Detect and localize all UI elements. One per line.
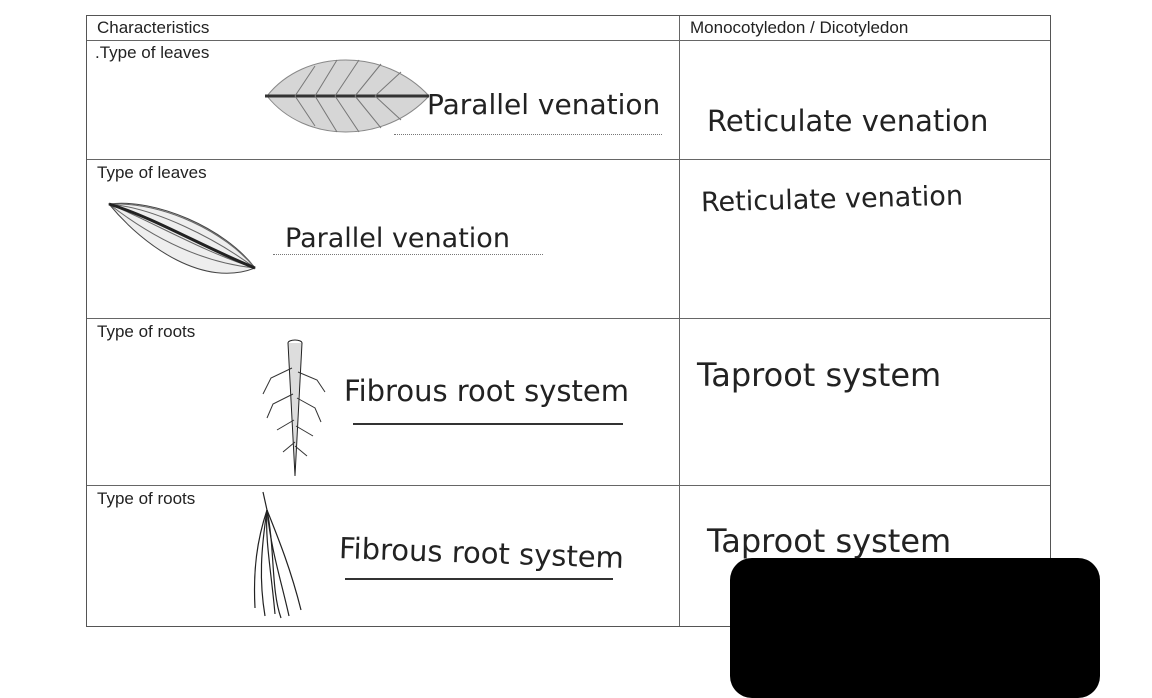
- reticulate-leaf-illustration: [265, 59, 430, 133]
- redaction-overlay: [730, 558, 1100, 698]
- row2-answer-right: Reticulate venation: [700, 180, 964, 219]
- header-characteristics: Characteristics: [97, 18, 210, 37]
- row4-answer-left: Fibrous root system: [338, 531, 625, 575]
- answer-line: [353, 423, 623, 425]
- column-divider: [679, 16, 680, 626]
- row-divider: [87, 40, 1050, 41]
- row-divider: [87, 318, 1050, 319]
- row3-answer-right: Taproot system: [697, 356, 942, 394]
- row-divider: [87, 159, 1050, 160]
- parallel-leaf-illustration: [108, 202, 256, 274]
- row1-characteristic: .Type of leaves: [95, 43, 210, 62]
- row3-answer-left: Fibrous root system: [344, 374, 629, 408]
- comparison-table: Characteristics Monocotyledon / Dicotyle…: [86, 15, 1051, 627]
- row1-answer-right: Reticulate venation: [707, 104, 989, 138]
- row-divider: [87, 485, 1050, 486]
- answer-line: [394, 134, 662, 135]
- row2-answer-left: Parallel venation: [285, 223, 510, 254]
- answer-line: [345, 578, 613, 580]
- row3-characteristic: Type of roots: [97, 322, 196, 341]
- header-mono-dicot: Monocotyledon / Dicotyledon: [690, 18, 909, 37]
- fibrous-root-illustration: [253, 491, 302, 619]
- row1-answer-left: Parallel venation: [427, 88, 661, 121]
- taproot-illustration: [262, 339, 326, 477]
- answer-line: [273, 254, 543, 255]
- row2-characteristic: Type of leaves: [97, 163, 207, 182]
- row4-answer-right: Taproot system: [707, 522, 952, 560]
- row4-characteristic: Type of roots: [97, 489, 196, 508]
